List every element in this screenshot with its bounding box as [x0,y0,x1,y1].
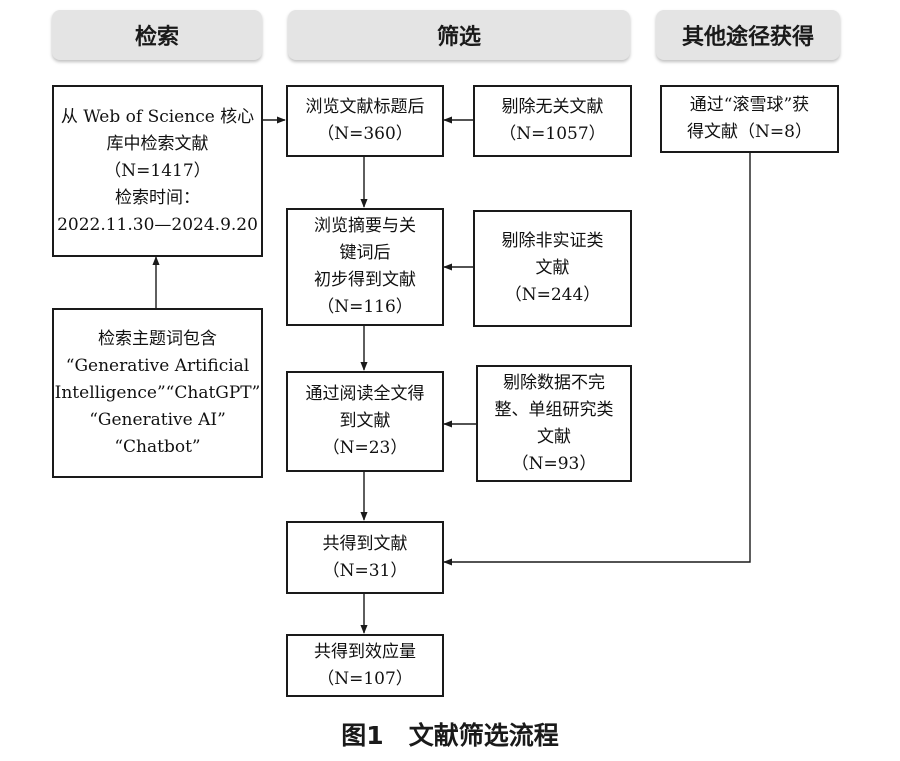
header-other: 其他途径获得 [656,10,840,60]
box-line: 文献 [535,258,570,278]
box-line: 共得到文献 [322,533,408,554]
box-title-screen: 浏览文献标题后 （N=360） [286,85,444,157]
box-line: 剔除无关文献 [501,97,604,117]
box-remove-nonempirical: 剔除非实证类文献 （N=244） [473,210,632,327]
box-line: 检索主题词包含 [98,328,217,349]
box-line: （N=107） [317,668,413,689]
box-line: “Generative Artificial [65,355,250,376]
box-line: 初步得到文献 [314,270,416,290]
box-remove-incomplete: 剔除数据不完整、单组研究类文献 （N=93） [476,365,632,482]
box-line: 浏览摘要与关 [314,216,416,236]
box-line: Intelligence”“ChatGPT” [54,382,261,403]
box-line: （N=31） [322,560,408,581]
box-line: 2022.11.30—2024.9.20 [57,214,258,235]
box-fulltext-screen: 通过阅读全文得到文献 （N=23） [286,371,444,472]
box-line: “Generative AI” [89,409,226,430]
box-line: （N=23） [322,438,408,458]
box-effect-sizes: 共得到效应量 （N=107） [286,634,444,697]
box-line: 得文献（N=8） [687,122,812,142]
box-line: 共得到效应量 [314,641,416,662]
box-total-literature: 共得到文献 （N=31） [286,521,444,594]
box-line: （N=360） [317,124,413,144]
box-line: 通过“滚雪球”获 [689,95,810,115]
box-line: 剔除非实证类 [501,231,604,251]
box-search-source: 从 Web of Science 核心库中检索文献 （N=1417） 检索时间： 20… [52,85,263,257]
box-line: 检索时间： [115,187,200,208]
box-line: （N=93） [511,453,597,474]
box-line: （N=1417） [104,160,211,181]
header-search: 检索 [52,10,262,60]
box-line: 库中检索文献 [106,133,209,154]
box-line: （N=244） [504,285,601,305]
box-line: 文献 [537,426,571,447]
box-line: 从 Web of Science 核心 [60,106,255,127]
box-line: （N=116） [317,297,413,317]
box-line: 浏览文献标题后 [305,97,425,117]
box-line: 到文献 [339,411,391,431]
box-line: 剔除数据不完 [503,372,605,393]
box-line: “Chatbot” [114,436,201,457]
box-remove-irrelevant: 剔除无关文献 （N=1057） [473,85,632,157]
box-line: 整、单组研究类 [494,399,614,420]
box-abstract-screen: 浏览摘要与关键词后初步得到文献 （N=116） [286,208,444,326]
box-line: （N=1057） [499,124,606,144]
box-line: 通过阅读全文得 [305,384,425,404]
box-snowball: 通过“滚雪球”获得文献（N=8） [660,85,839,153]
header-screen: 筛选 [288,10,630,60]
box-line: 键词后 [339,243,391,263]
figure-caption: 图1 文献筛选流程 [341,721,559,750]
